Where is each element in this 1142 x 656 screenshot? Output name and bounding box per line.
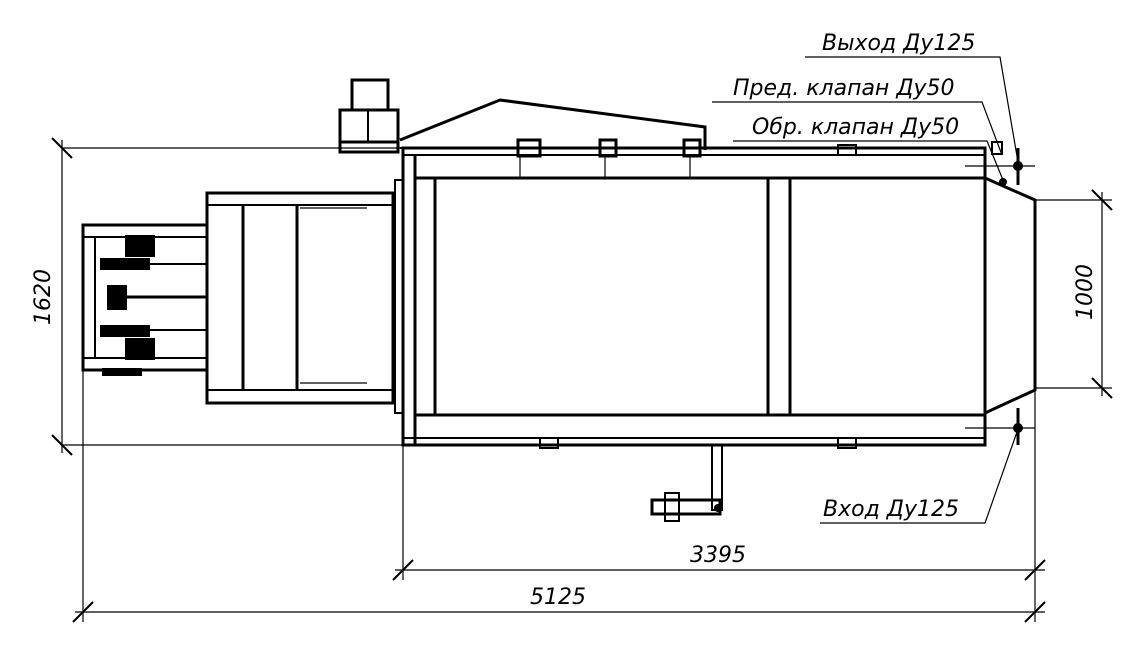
label-outlet: Выход Ду125 xyxy=(822,31,975,56)
label-relief-valve: Пред. клапан Ду50 xyxy=(733,76,955,101)
label-inlet: Вход Ду125 xyxy=(823,497,959,522)
dimension-overall-height: 1620 xyxy=(31,269,56,325)
cone-section xyxy=(984,176,1037,415)
label-check-valve: Обр. клапан Ду50 xyxy=(752,115,959,140)
feed-hopper xyxy=(205,191,395,405)
dimension-lines xyxy=(51,137,1113,623)
main-body xyxy=(394,144,987,449)
pipe-connections xyxy=(965,141,1035,445)
motor xyxy=(338,78,400,154)
dimension-outlet-height: 1000 xyxy=(1073,264,1098,320)
dimension-overall-length: 5125 xyxy=(530,585,586,610)
drive-unit xyxy=(81,223,209,376)
leader-lines xyxy=(712,56,1019,524)
dimension-body-length: 3395 xyxy=(690,543,746,568)
hood xyxy=(399,98,707,158)
inlet-pipe-bottom xyxy=(650,444,723,522)
